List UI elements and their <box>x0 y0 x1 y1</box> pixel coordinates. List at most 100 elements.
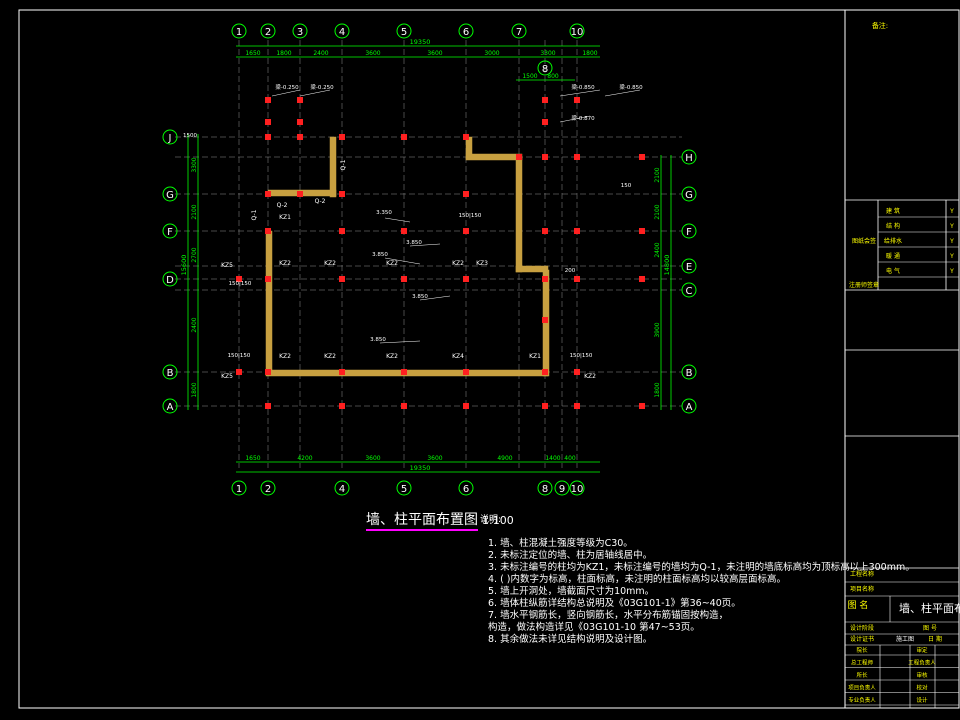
axis-bubble-right <box>681 223 697 239</box>
discipline-name: 给排水 <box>884 237 902 245</box>
column-label: KZ3 <box>476 260 488 267</box>
axis-bubble-bottom <box>458 480 474 496</box>
leader-line <box>299 89 331 97</box>
wall-label: Q-2 <box>277 202 288 209</box>
notes: 1. 墙、柱混凝土强度等级为C30。 2. 未标注定位的墙、柱为居轴线居中。 3… <box>488 538 915 646</box>
column <box>265 134 271 140</box>
axis-bubble-left-label: B <box>167 368 174 379</box>
axis-bubble-bottom-label: 5 <box>401 484 407 495</box>
dimension-right: 3900 <box>654 322 661 337</box>
column-label: KZ2 <box>386 353 398 360</box>
axis-bubble-top <box>396 23 412 39</box>
column <box>542 228 548 234</box>
axis-bubble-bottom <box>554 480 570 496</box>
column <box>574 276 580 282</box>
role-label: 工程负责人 <box>908 659 936 667</box>
axis-bubble-top-label: 1 <box>236 27 242 38</box>
column <box>265 369 271 375</box>
wall-label: Q-1 <box>340 159 347 170</box>
role-label: 校对 <box>916 684 928 692</box>
dimension-left: 2100 <box>191 204 198 219</box>
drawing-scale: 1:100 <box>482 514 514 527</box>
note-line: 3. 未标注编号的柱均为KZ1，未标注编号的墙均为Q-1，未注明的墙底标高均为顶… <box>488 562 915 573</box>
elevation-label: 梁-0.870 <box>571 114 595 122</box>
axis-bubble-bottom-label: 4 <box>339 484 345 495</box>
leader-line <box>559 89 601 97</box>
dimension-bottom: 1400 <box>545 455 560 462</box>
dimension-top-2: 1500 <box>522 73 537 80</box>
axis-bubble-top-label: 7 <box>516 27 522 38</box>
elevation-label: 3.350 <box>376 210 392 216</box>
elevation-label: 3.850 <box>406 240 422 246</box>
column-label: KZ2 <box>279 260 291 267</box>
dimension-top-total: 19350 <box>410 38 431 46</box>
dimension-bottom: 1650 <box>245 455 260 462</box>
drawing-frame <box>18 9 960 709</box>
column <box>401 276 407 282</box>
wall-label: Q-2 <box>315 198 326 205</box>
column <box>339 403 345 409</box>
discipline-sign: Y <box>949 253 954 260</box>
axis-bubble-right-label: G <box>685 190 693 201</box>
elevation-label: 3.850 <box>412 294 428 300</box>
axis-bubble-right-label: F <box>686 227 692 238</box>
leader-line <box>379 340 421 344</box>
column <box>574 228 580 234</box>
dimension-bottom: 3600 <box>365 455 380 462</box>
axis-bubble-left-label: G <box>166 190 174 201</box>
elevation-label: 3.850 <box>372 252 388 258</box>
column <box>265 119 271 125</box>
column <box>297 119 303 125</box>
annotation-label: 150|150 <box>459 213 482 219</box>
axis-bubble-left <box>162 398 178 414</box>
column <box>574 97 580 103</box>
wall-segment <box>265 230 273 376</box>
discipline-sign: Y <box>949 238 954 245</box>
leader-line <box>559 115 591 123</box>
axis-bubble-top-label: 3 <box>297 27 303 38</box>
axis-bubble-right <box>681 398 697 414</box>
axis-bubble-8 <box>537 60 553 76</box>
axis-bubble-left-label: J <box>168 133 172 144</box>
column-label: KZ2 <box>452 260 464 267</box>
dimension-left: 1800 <box>191 382 198 397</box>
dimension-right: 1800 <box>654 382 661 397</box>
dimension-bottom: 4900 <box>497 455 512 462</box>
axis-bubble-bottom-label: 8 <box>542 484 548 495</box>
axis-bubble-right-label: A <box>686 402 693 413</box>
note-line: 5. 墙上开洞处，墙截面尺寸为10mm。 <box>488 586 655 597</box>
axis-bubble-bottom-label: 10 <box>571 484 584 495</box>
discipline-sign: Y <box>949 223 954 230</box>
column <box>265 276 271 282</box>
column-label: KZ5 <box>221 373 233 380</box>
axis-bubble-top <box>511 23 527 39</box>
discipline-sign: Y <box>949 208 954 215</box>
column <box>265 97 271 103</box>
dimension-right: 2100 <box>654 167 661 182</box>
walls <box>265 136 550 377</box>
leader-line <box>384 257 421 265</box>
column <box>265 191 271 197</box>
dimension-bottom: 4200 <box>297 455 312 462</box>
axis-bubble-top-label: 10 <box>571 27 584 38</box>
axis-bubble-bottom-label: 6 <box>463 484 469 495</box>
discipline-sign: Y <box>949 268 954 275</box>
role-label: 所长 <box>856 671 868 679</box>
axis-bubble-top-label: 6 <box>463 27 469 38</box>
axis-bubble-top <box>458 23 474 39</box>
axis-bubble-top <box>231 23 247 39</box>
column <box>574 403 580 409</box>
dimension-top: 1650 <box>245 50 260 57</box>
cert-label: 设计证书 <box>850 635 874 643</box>
dimension-top: 3000 <box>484 50 499 57</box>
role-label: 项目负责人 <box>848 684 876 692</box>
column <box>639 403 645 409</box>
role-label: 院长 <box>856 646 868 654</box>
wall-segment <box>465 153 523 161</box>
column <box>463 134 469 140</box>
leader-line <box>419 295 451 301</box>
role-label: 总工程师 <box>851 659 874 667</box>
discipline-name: 暖 通 <box>886 252 900 260</box>
